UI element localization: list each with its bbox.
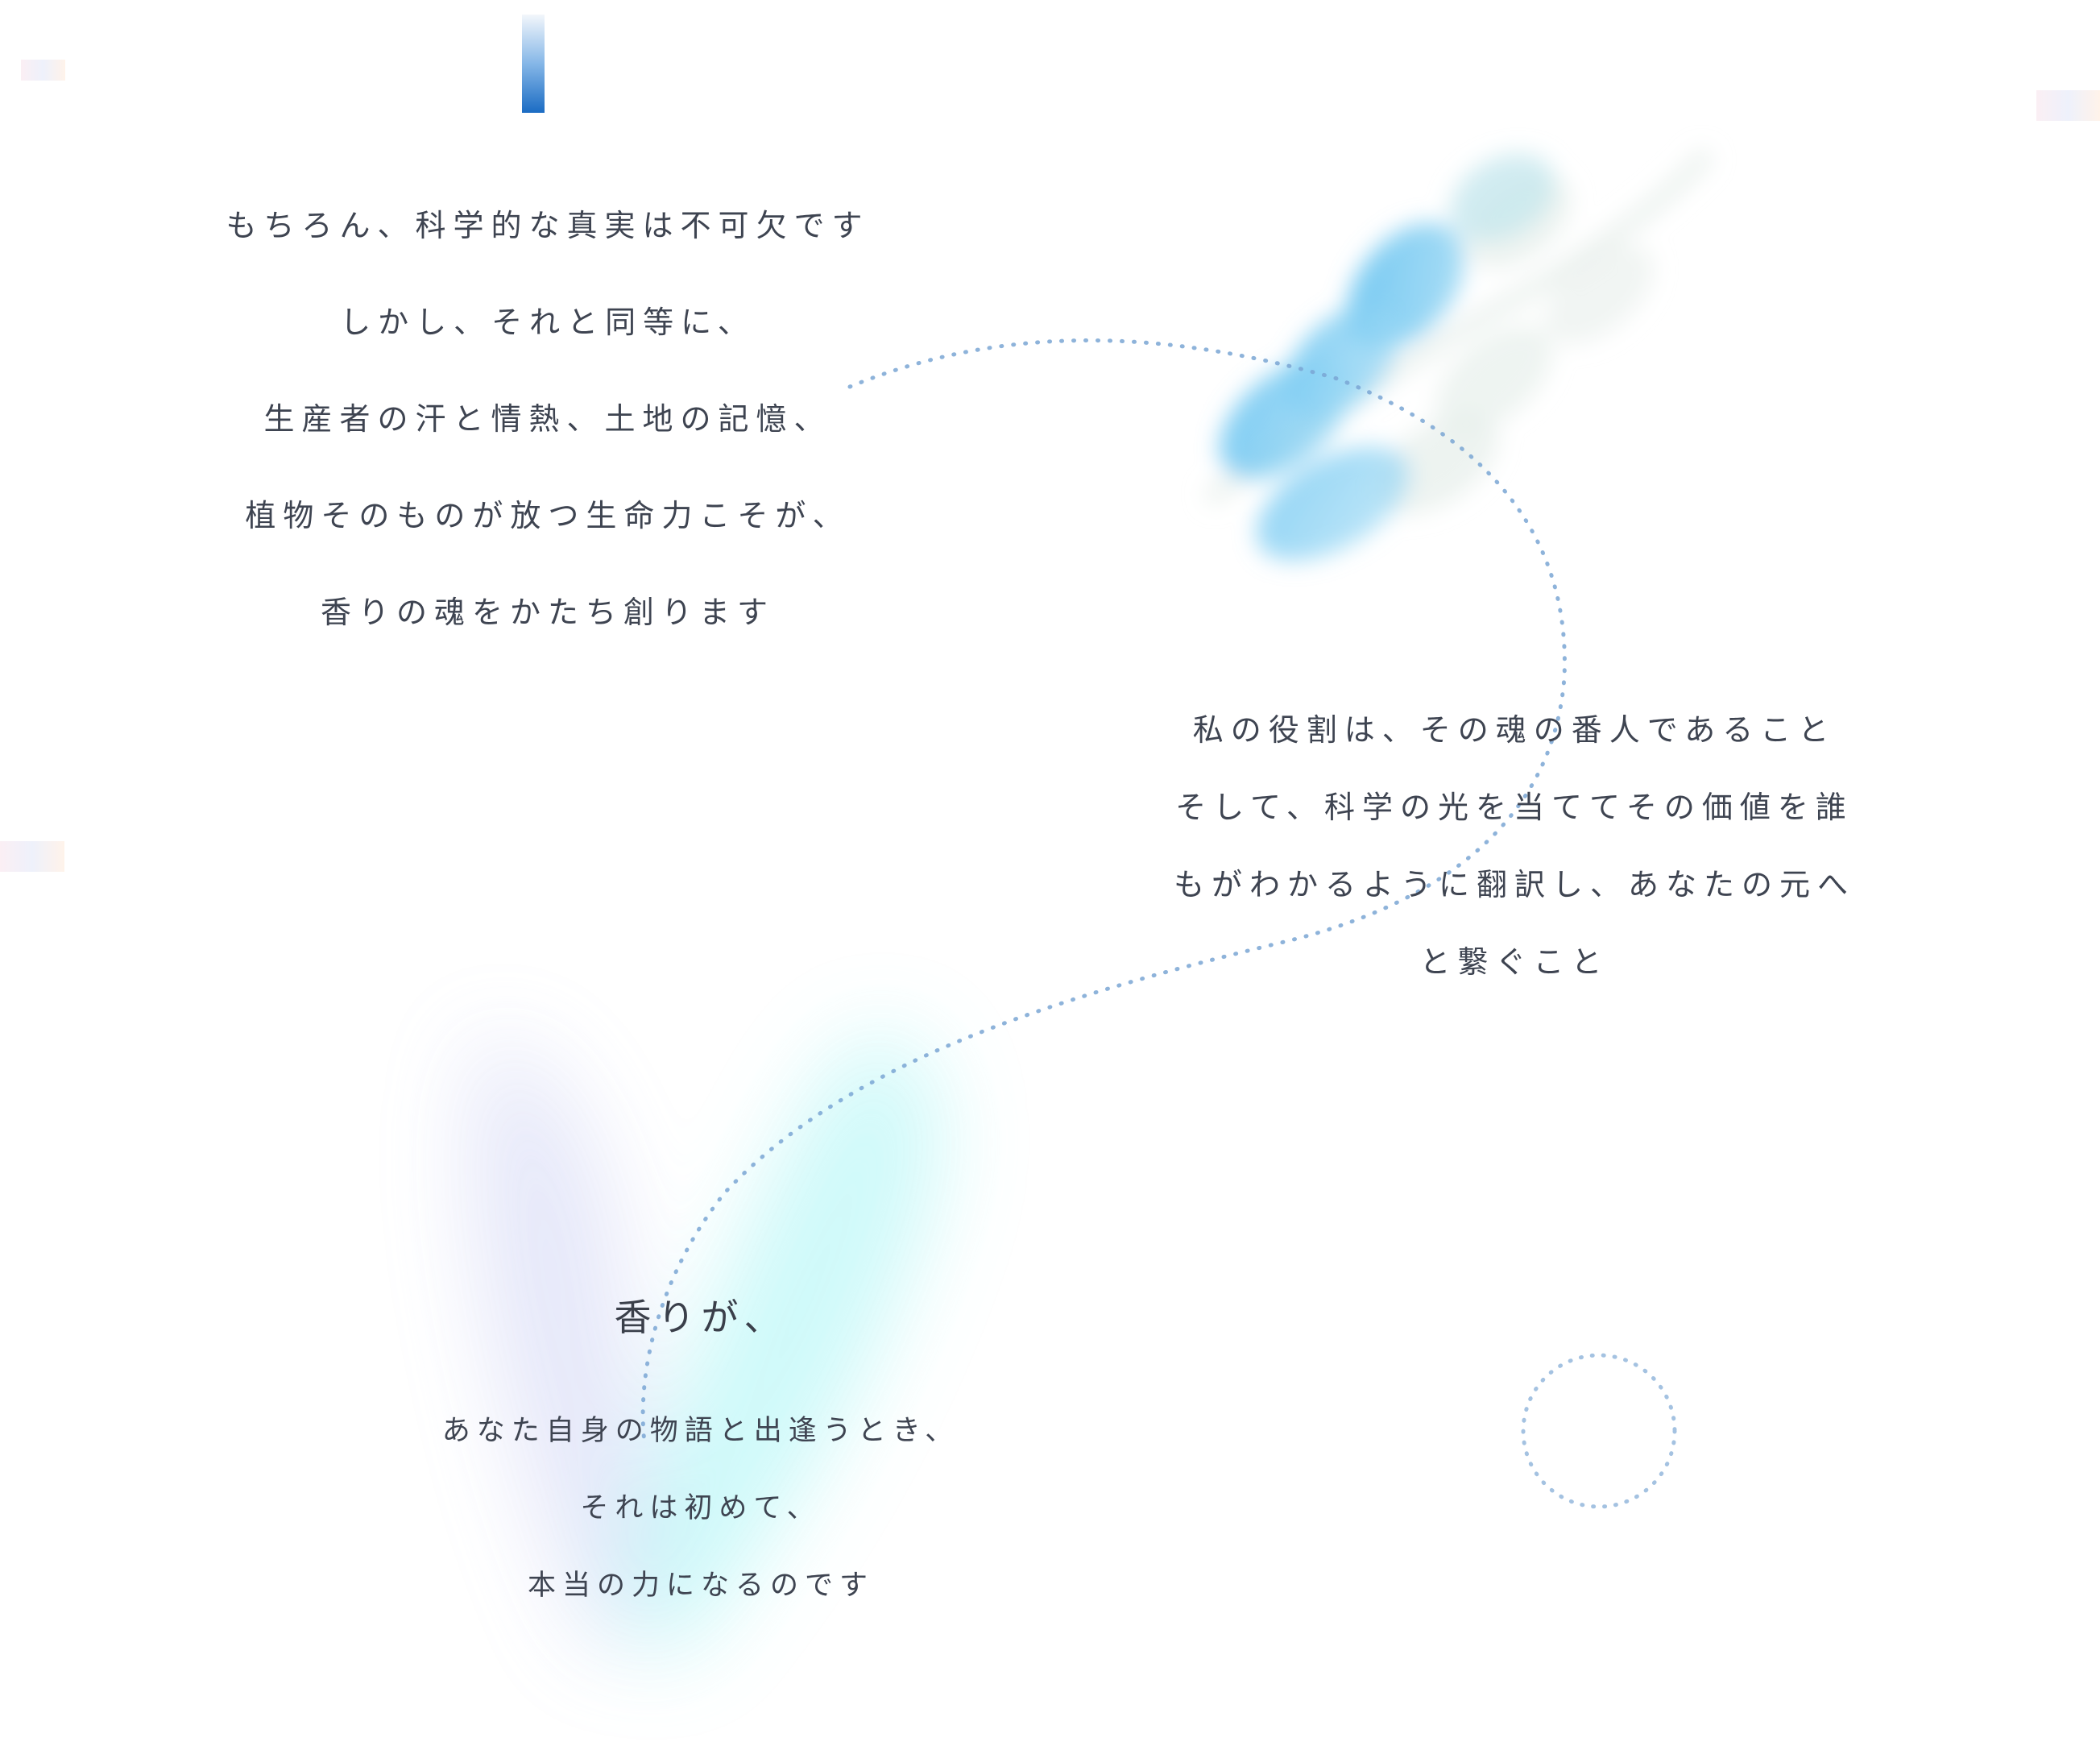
role-line: もがわかるように翻訳し、あなたの元へ [1173, 867, 1855, 902]
role-line: と繋ぐこと [1419, 944, 1609, 980]
intro-line: しかし、それと同等に、 [340, 305, 756, 340]
intro-line: 植物そのものが放つ生命力こそが、 [245, 498, 851, 533]
intro-line: 香りの魂をかたち創ります [320, 595, 775, 630]
role-line: 私の役割は、その魂の番人であること [1192, 712, 1837, 748]
edge-chip [21, 60, 65, 81]
edge-chip [0, 841, 64, 872]
role-line: そして、科学の光を当ててその価値を誰 [1175, 790, 1854, 825]
closing-paragraph: あなた自身の物語と出逢うとき、 それは初めて、 本当の力になるのです [403, 1392, 999, 1624]
closing-line: あなた自身の物語と出逢うとき、 [441, 1415, 960, 1447]
accent-square [522, 15, 545, 113]
closing-line: 本当の力になるのです [527, 1570, 874, 1602]
intro-line: 生産者の汗と情熱、土地の記憶、 [263, 401, 832, 437]
leaf-branch [1203, 147, 1715, 561]
edge-chip [2036, 90, 2100, 121]
closing-heading: 香りが、 [516, 1285, 886, 1350]
closing-line: それは初めて、 [580, 1492, 822, 1524]
dotted-circle [1521, 1353, 1677, 1509]
role-paragraph: 私の役割は、その魂の番人であること そして、科学の光を当ててその価値を誰 もがわ… [1152, 691, 1877, 1001]
closing-heading-text: 香りが、 [614, 1296, 788, 1339]
intro-line: もちろん、科学的な真実は不可欠です [226, 208, 870, 243]
intro-paragraph: もちろん、科学的な真実は不可欠です しかし、それと同等に、 生産者の汗と情熱、土… [209, 177, 886, 661]
